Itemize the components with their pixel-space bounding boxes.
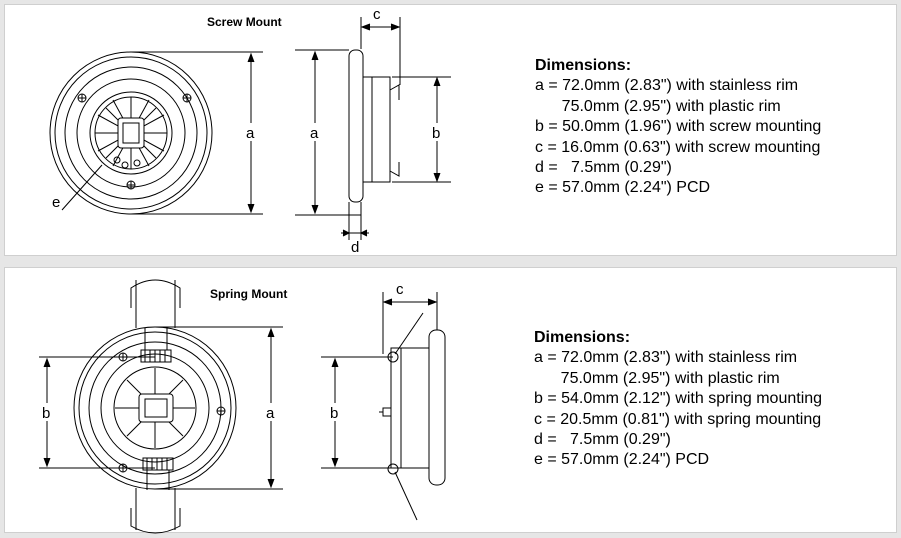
screw-mount-drawing: a a b c d e [49, 6, 451, 256]
dimensions-heading: Dimensions: [534, 329, 631, 346]
label-a: a [266, 405, 275, 422]
label-c: c [396, 281, 404, 298]
dimension-line: a = 72.0mm (2.83") with stainless rim [534, 349, 798, 367]
spring-side-view [321, 292, 446, 521]
screw-hole [77, 93, 87, 103]
dimension-c [382, 298, 438, 306]
label-d: d [351, 239, 359, 256]
dimension-line: a = 72.0mm (2.83") with stainless rim [535, 77, 799, 95]
spring-clip-bottom [130, 457, 181, 534]
dimension-line: b = 54.0mm (2.12") with spring mounting [534, 390, 823, 408]
spring-mount-title: Spring Mount [210, 287, 288, 301]
dimension-line: d = 7.5mm (0.29") [534, 431, 671, 449]
dimension-b-front [43, 357, 51, 468]
label-a-front: a [246, 125, 255, 142]
label-e: e [52, 194, 60, 211]
label-b-side: b [330, 405, 338, 422]
dimension-line: c = 20.5mm (0.81") with spring mounting [534, 410, 822, 428]
label-b: b [432, 125, 440, 142]
spring-mount-drawing: b a b c [39, 279, 446, 534]
dimensions-heading: Dimensions: [535, 57, 632, 74]
spring-dimensions-list: Dimensions: a = 72.0mm (2.83") with stai… [534, 328, 822, 471]
screw-hole [216, 406, 226, 416]
spring-mount-panel: Spring Mount [4, 267, 897, 534]
screw-hole [182, 93, 192, 103]
screw-mount-title: Screw Mount [207, 15, 282, 29]
dimension-line: e = 57.0mm (2.24") PCD [534, 451, 710, 469]
dimension-d [341, 229, 369, 237]
screw-side-view [295, 17, 451, 240]
screw-dimensions-list: Dimensions: a = 72.0mm (2.83") with stai… [535, 56, 821, 199]
spring-front-view [39, 279, 283, 534]
dimension-c [360, 23, 401, 31]
label-a-side: a [310, 125, 319, 142]
label-c: c [373, 6, 381, 23]
dimension-line: c = 16.0mm (0.63") with screw mounting [535, 138, 821, 156]
screw-hole [126, 180, 136, 190]
spring-clip-top [130, 279, 181, 363]
dimension-line: d = 7.5mm (0.29") [535, 159, 672, 177]
dimension-line: b = 50.0mm (1.96") with screw mounting [535, 118, 822, 136]
dimension-line: 75.0mm (2.95") with plastic rim [535, 97, 781, 115]
dimension-line: 75.0mm (2.95") with plastic rim [534, 369, 780, 387]
screw-mount-panel: Screw Mount [4, 4, 897, 256]
dimension-line: e = 57.0mm (2.24") PCD [535, 179, 711, 197]
label-b-front: b [42, 405, 50, 422]
screw-front-view [49, 51, 263, 215]
